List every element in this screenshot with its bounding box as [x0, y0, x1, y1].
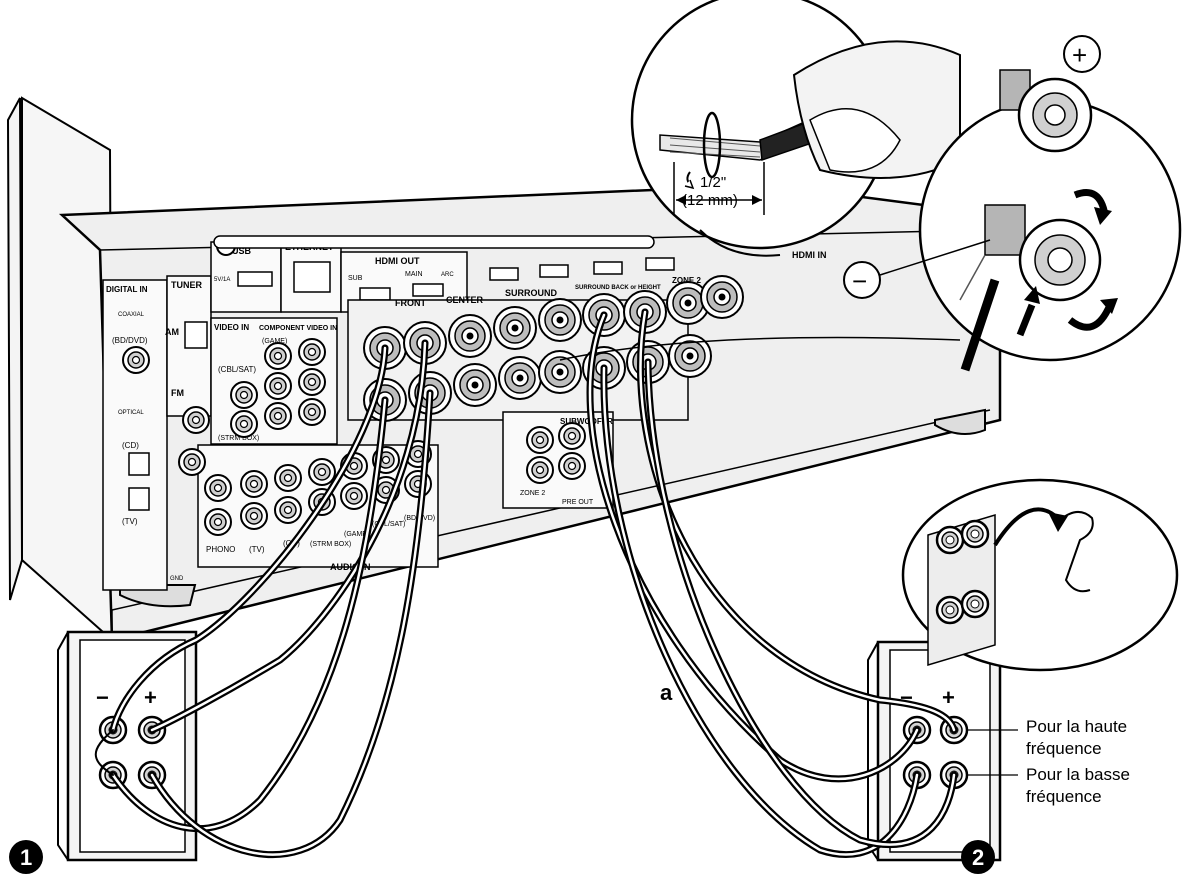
high-frequency-note: Pour la haute fréquence — [1026, 716, 1127, 760]
speaker-2: − + — [867, 640, 1018, 862]
coaxial-label: COAXIAL — [118, 312, 145, 318]
hdmi-out-label: HDMI OUT — [375, 256, 420, 266]
video-strm-box-label: (STRM BOX) — [218, 435, 259, 442]
speaker1-number-badge — [9, 840, 43, 874]
low-frequency-line1: Pour la basse — [1026, 765, 1130, 784]
front-label: FRONT — [395, 298, 426, 308]
strip-length-mm: (12 mm) — [682, 192, 738, 209]
center-label: CENTER — [446, 295, 484, 305]
terminal-tightening-detail: + − — [559, 35, 1182, 372]
wire-label-a: a — [660, 680, 673, 705]
subwoofer-label: SUBWOOFER — [560, 417, 613, 426]
fm-label: FM — [171, 388, 184, 398]
speaker2-number-badge — [961, 840, 995, 874]
coaxial-source-label: (BD/DVD) — [112, 336, 148, 345]
tuner-label: TUNER — [171, 280, 202, 290]
hdmi-in-label: HDMI IN — [792, 250, 827, 260]
component-video-in-label: COMPONENT VIDEO IN — [259, 325, 337, 332]
gnd-label: GND — [170, 576, 184, 582]
audio-in-label: AUDIO IN — [330, 562, 371, 572]
usb-rating-label: 5V/1A — [214, 277, 230, 283]
zone2-label: ZONE 2 — [672, 276, 701, 285]
speaker1-minus-label: − — [96, 685, 109, 710]
hdmi-arc-label: ARC — [441, 272, 454, 278]
receiver: DIGITAL IN COAXIAL (BD/DVD) OPTICAL (CD)… — [6, 96, 1002, 643]
negative-terminal-symbol: − — [852, 266, 867, 296]
video-in-label: VIDEO IN — [214, 323, 249, 332]
pre-out-label: PRE OUT — [562, 499, 594, 506]
component-game-label: (GAME) — [262, 338, 287, 345]
low-frequency-line2: fréquence — [1026, 787, 1102, 806]
phono-label: PHONO — [206, 545, 235, 554]
surround-label: SURROUND — [505, 288, 558, 298]
usb-label: USB — [232, 246, 252, 256]
audio-tv-label: (TV) — [249, 545, 265, 554]
strip-length-inches: 1/2" — [700, 174, 726, 191]
wire-strip-detail: 1/2" (12 mm) — [630, 0, 961, 257]
speaker1-number: 1 — [20, 845, 32, 870]
speaker1-plus-label: + — [144, 685, 157, 710]
optical-label: OPTICAL — [118, 410, 144, 416]
audio-cbl-sat-label: (CBL/SAT) — [372, 521, 405, 528]
high-frequency-line1: Pour la haute — [1026, 717, 1128, 736]
optical-2-source-label: (TV) — [122, 517, 138, 526]
speaker-cables — [94, 308, 958, 859]
pre-out-zone2-label: ZONE 2 — [520, 490, 545, 497]
audio-strm-box-label: (STRM BOX) — [310, 541, 351, 548]
high-frequency-line2: fréquence — [1026, 739, 1102, 758]
surround-back-label: SURROUND BACK or HEIGHT — [575, 285, 661, 291]
speaker2-plus-label: + — [942, 685, 955, 710]
video-cbl-sat-label: (CBL/SAT) — [218, 365, 256, 374]
speaker2-number: 2 — [972, 845, 984, 870]
audio-game-label: (GAME) — [344, 531, 369, 538]
positive-terminal-symbol: + — [1072, 40, 1087, 70]
low-frequency-note: Pour la basse fréquence — [1026, 764, 1130, 808]
hdmi-sub-label: SUB — [348, 275, 363, 282]
optical-1-source-label: (CD) — [122, 441, 139, 450]
jumper-removal-detail — [901, 478, 1179, 672]
digital-in-label: DIGITAL IN — [106, 285, 148, 294]
hdmi-main-label: MAIN — [405, 271, 423, 278]
speaker-1: − + — [57, 630, 198, 862]
am-label: AM — [165, 327, 179, 337]
